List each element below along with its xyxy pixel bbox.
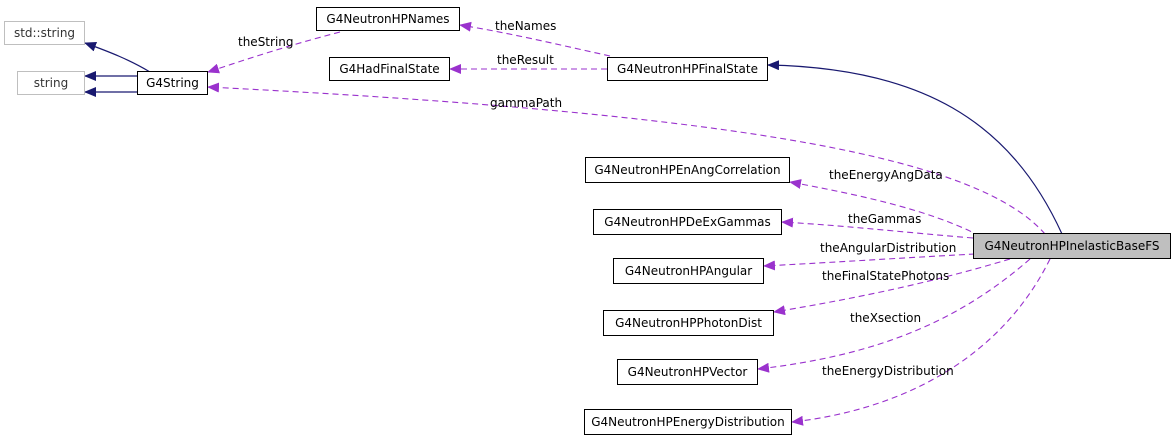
g4string-node[interactable]: G4String	[137, 71, 208, 95]
g4neutronhpenergydistribution-node[interactable]: G4NeutronHPEnergyDistribution	[584, 409, 792, 435]
g4neutronhpfinalstate-node[interactable]: G4NeutronHPFinalState	[607, 57, 768, 81]
g4neutronhpnames-node[interactable]: G4NeutronHPNames	[316, 7, 460, 31]
std-string-node[interactable]: std::string	[4, 21, 85, 45]
g4neutronhpphotondist-node[interactable]: G4NeutronHPPhotonDist	[603, 310, 774, 336]
edge-names-g4string	[207, 31, 341, 74]
edge-inelastic-vector	[757, 258, 1031, 373]
g4neutronhpvector-node[interactable]: G4NeutronHPVector	[617, 359, 758, 385]
edge-inelastic-angular	[763, 253, 976, 271]
string-node[interactable]: string	[17, 71, 85, 95]
g4hadfinalstate-node[interactable]: G4HadFinalState	[329, 57, 450, 81]
edge-inelastic-g4string	[207, 82, 1046, 235]
edge-label-thestring: theString	[238, 35, 294, 49]
edge-label-theresult: theResult	[497, 53, 554, 67]
edge-g4string-std-string	[84, 42, 151, 73]
edge-label-thexsection: theXsection	[850, 311, 922, 325]
g4neutronhpenangcorrelation-node[interactable]: G4NeutronHPEnAngCorrelation	[585, 157, 790, 183]
g4neutronhpinelasticbasefs-node[interactable]: G4NeutronHPInelasticBaseFS	[973, 233, 1171, 259]
edge-label-theenergydistribution: theEnergyDistribution	[822, 364, 954, 378]
edge-inelastic-photondist	[773, 258, 1011, 316]
g4neutronhpdeexgammas-node[interactable]: G4NeutronHPDeExGammas	[593, 209, 782, 235]
g4neutronhpangular-node[interactable]: G4NeutronHPAngular	[613, 258, 764, 284]
edge-label-theangulardistribution: theAngularDistribution	[820, 241, 957, 255]
edge-label-thegammas: theGammas	[848, 212, 922, 226]
edge-label-thefinalstatephotons: theFinalStatePhotons	[822, 269, 950, 283]
edge-finalstate-names	[459, 21, 611, 57]
edge-inelastic-deex	[781, 217, 974, 239]
edge-inelastic-finalstate	[767, 60, 1063, 235]
edge-label-theenergyangdata: theEnergyAngData	[829, 168, 943, 182]
edge-label-gammapath: gammaPath	[490, 96, 563, 110]
edge-inelastic-energydist	[791, 258, 1051, 426]
edge-inelastic-enang	[789, 179, 981, 237]
edge-label-thenames: theNames	[495, 19, 557, 33]
